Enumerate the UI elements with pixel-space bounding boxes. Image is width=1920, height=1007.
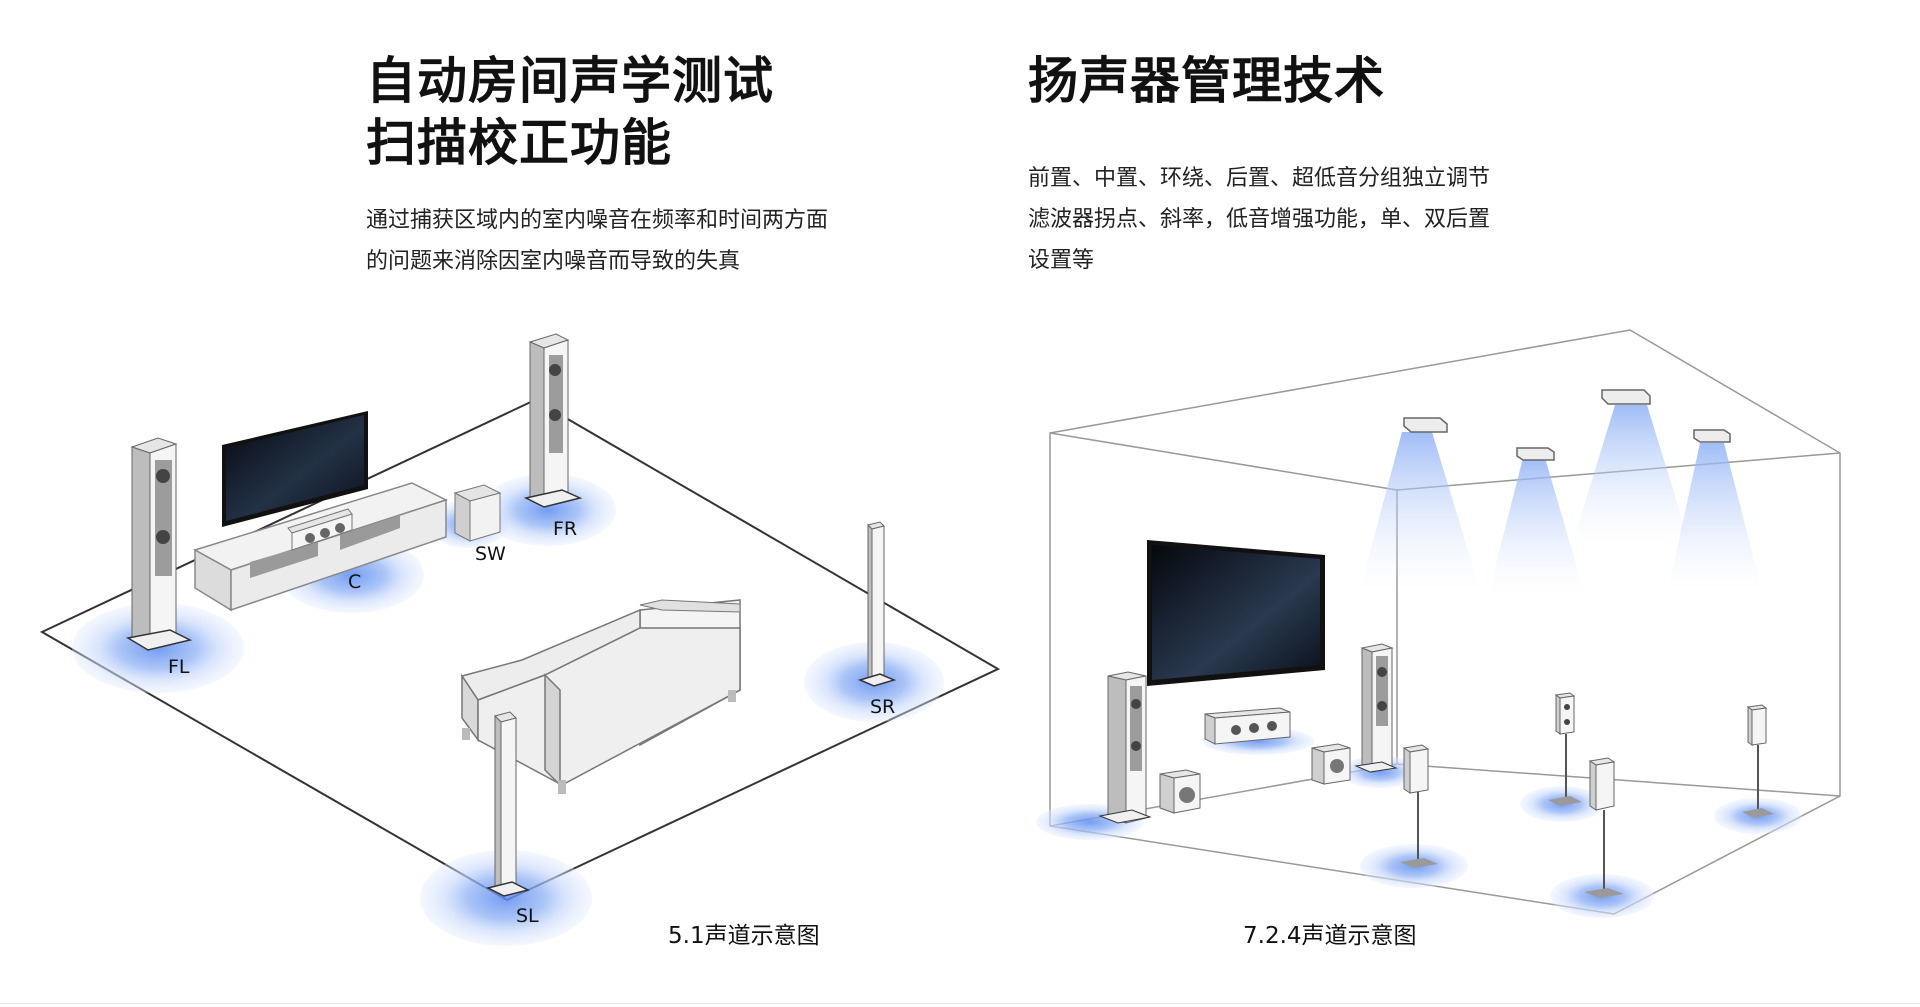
left-title-line1: 自动房间声学测试 xyxy=(366,52,774,110)
subwoofer-1 xyxy=(1159,769,1201,814)
front-right-tower-7 xyxy=(1354,643,1398,773)
ceiling-speakers xyxy=(1403,389,1731,461)
zone-front-right xyxy=(1340,756,1420,788)
label-sl: SL xyxy=(516,905,539,927)
front-right-tower xyxy=(523,333,583,508)
center-speaker xyxy=(1204,707,1291,745)
right-desc-line2: 滤波器拐点、斜率，低音增强功能，单、双后置 xyxy=(1028,207,1491,232)
right-desc-line1: 前置、中置、环绕、后置、超低音分组独立调节 xyxy=(1028,166,1491,191)
side-right-stand xyxy=(1548,692,1582,806)
left-desc-line2: 的问题来消除因室内噪音而导致的失真 xyxy=(366,249,741,274)
surround-left-post xyxy=(485,711,531,897)
tv xyxy=(222,411,368,527)
sofa xyxy=(460,599,741,794)
surround-right-post xyxy=(857,521,897,687)
front-left-tower xyxy=(125,437,193,651)
rear-left-stand xyxy=(1584,757,1624,898)
label-sr: SR xyxy=(870,696,895,718)
side-left-stand xyxy=(1400,744,1438,868)
diagram-5-1: FL C SW FR SR SL xyxy=(39,333,1001,946)
left-title-line2: 扫描校正功能 xyxy=(366,114,672,172)
label-fr: FR xyxy=(553,518,577,540)
zone-fr xyxy=(480,474,616,546)
bottom-divider xyxy=(0,1003,1920,1004)
center-speaker-c xyxy=(287,508,353,551)
label-c: C xyxy=(348,571,361,593)
caption-7-2-4: 7.2.4声道示意图 xyxy=(1243,923,1417,949)
right-title: 扬声器管理技术 xyxy=(1028,52,1385,110)
wall-tv xyxy=(1147,540,1325,686)
rear-right-stand xyxy=(1742,704,1774,818)
ceiling-beams xyxy=(1360,405,1762,595)
diagram-7-2-4 xyxy=(1036,329,1841,918)
zone-sl xyxy=(420,850,592,946)
subwoofer-2 xyxy=(1311,743,1351,785)
left-desc-line1: 通过捕获区域内的室内噪音在频率和时间两方面 xyxy=(366,208,829,233)
subwoofer-sw xyxy=(453,484,502,542)
right-desc-line3: 设置等 xyxy=(1028,248,1095,273)
caption-5-1: 5.1声道示意图 xyxy=(668,923,820,949)
label-fl: FL xyxy=(168,656,190,678)
label-sw: SW xyxy=(475,543,506,565)
front-left-tower-7 xyxy=(1098,671,1152,824)
